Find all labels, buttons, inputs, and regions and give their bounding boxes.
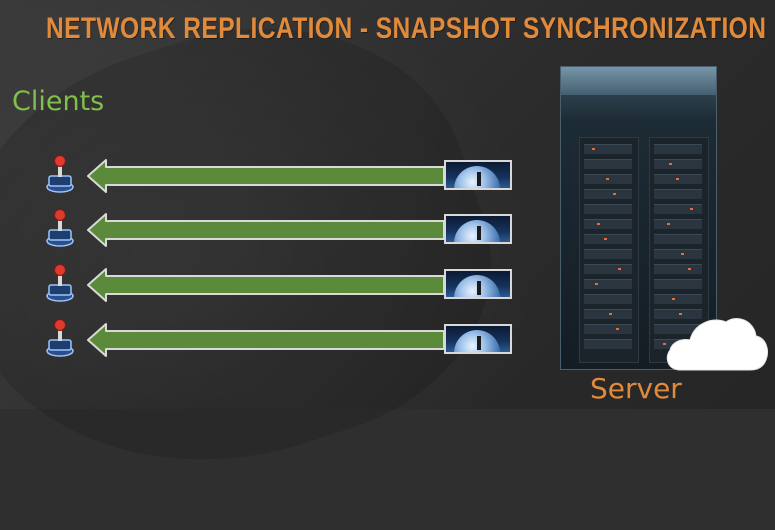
client-row [0, 261, 775, 309]
figure-silhouette [477, 226, 481, 240]
server-unit [654, 309, 702, 319]
server-unit [654, 294, 702, 304]
client-row [0, 152, 775, 200]
server-label: Server [590, 372, 682, 405]
server-led [597, 223, 600, 225]
server-led [690, 208, 693, 210]
joystick-icon [46, 319, 74, 357]
server-unit [584, 324, 632, 334]
server-led [663, 343, 666, 345]
server-led [592, 148, 595, 150]
cloud-icon [666, 318, 769, 371]
server-led [595, 283, 598, 285]
server-led [604, 238, 607, 240]
server-top-light [561, 67, 716, 95]
server-led [681, 253, 684, 255]
arrow-left [87, 323, 445, 357]
server-unit [584, 309, 632, 319]
snapshot-thumbnail [444, 214, 512, 244]
server-unit [584, 279, 632, 289]
joystick-icon [46, 209, 74, 247]
slide-title: Network Replication - Snapshot Synchroni… [46, 12, 767, 45]
server-led [613, 193, 616, 195]
server-unit [654, 234, 702, 244]
figure-silhouette [477, 336, 481, 350]
snapshot-thumbnail [444, 269, 512, 299]
client-row [0, 206, 775, 254]
server-unit [584, 189, 632, 199]
snapshot-thumbnail [444, 324, 512, 354]
joystick-icon [46, 155, 74, 193]
arrow-left [87, 213, 445, 247]
server-led [618, 268, 621, 270]
server-led [606, 178, 609, 180]
server-unit [654, 249, 702, 259]
server-unit [654, 144, 702, 154]
server-led [672, 298, 675, 300]
server-led [667, 223, 670, 225]
server-unit [654, 204, 702, 214]
server-unit [584, 249, 632, 259]
server-led [679, 313, 682, 315]
server-unit [584, 159, 632, 169]
server-led [669, 163, 672, 165]
server-unit [654, 174, 702, 184]
server-unit [584, 174, 632, 184]
server-rack-left [579, 137, 639, 363]
server-led [676, 178, 679, 180]
server-unit [584, 234, 632, 244]
snapshot-thumbnail [444, 160, 512, 190]
figure-silhouette [477, 172, 481, 186]
server-unit [584, 339, 632, 349]
server-unit [584, 264, 632, 274]
server-led [688, 268, 691, 270]
server-unit [654, 324, 702, 334]
server-unit [654, 219, 702, 229]
server-led [616, 328, 619, 330]
server-unit [654, 159, 702, 169]
client-row [0, 316, 775, 364]
server-unit [584, 144, 632, 154]
server-unit [654, 264, 702, 274]
server-unit [654, 189, 702, 199]
figure-silhouette [477, 281, 481, 295]
arrow-left [87, 159, 445, 193]
joystick-icon [46, 264, 74, 302]
server-unit [584, 204, 632, 214]
server-unit [584, 294, 632, 304]
server-unit [654, 279, 702, 289]
server-led [609, 313, 612, 315]
server-unit [584, 219, 632, 229]
arrow-left [87, 268, 445, 302]
clients-label: Clients [12, 86, 105, 117]
